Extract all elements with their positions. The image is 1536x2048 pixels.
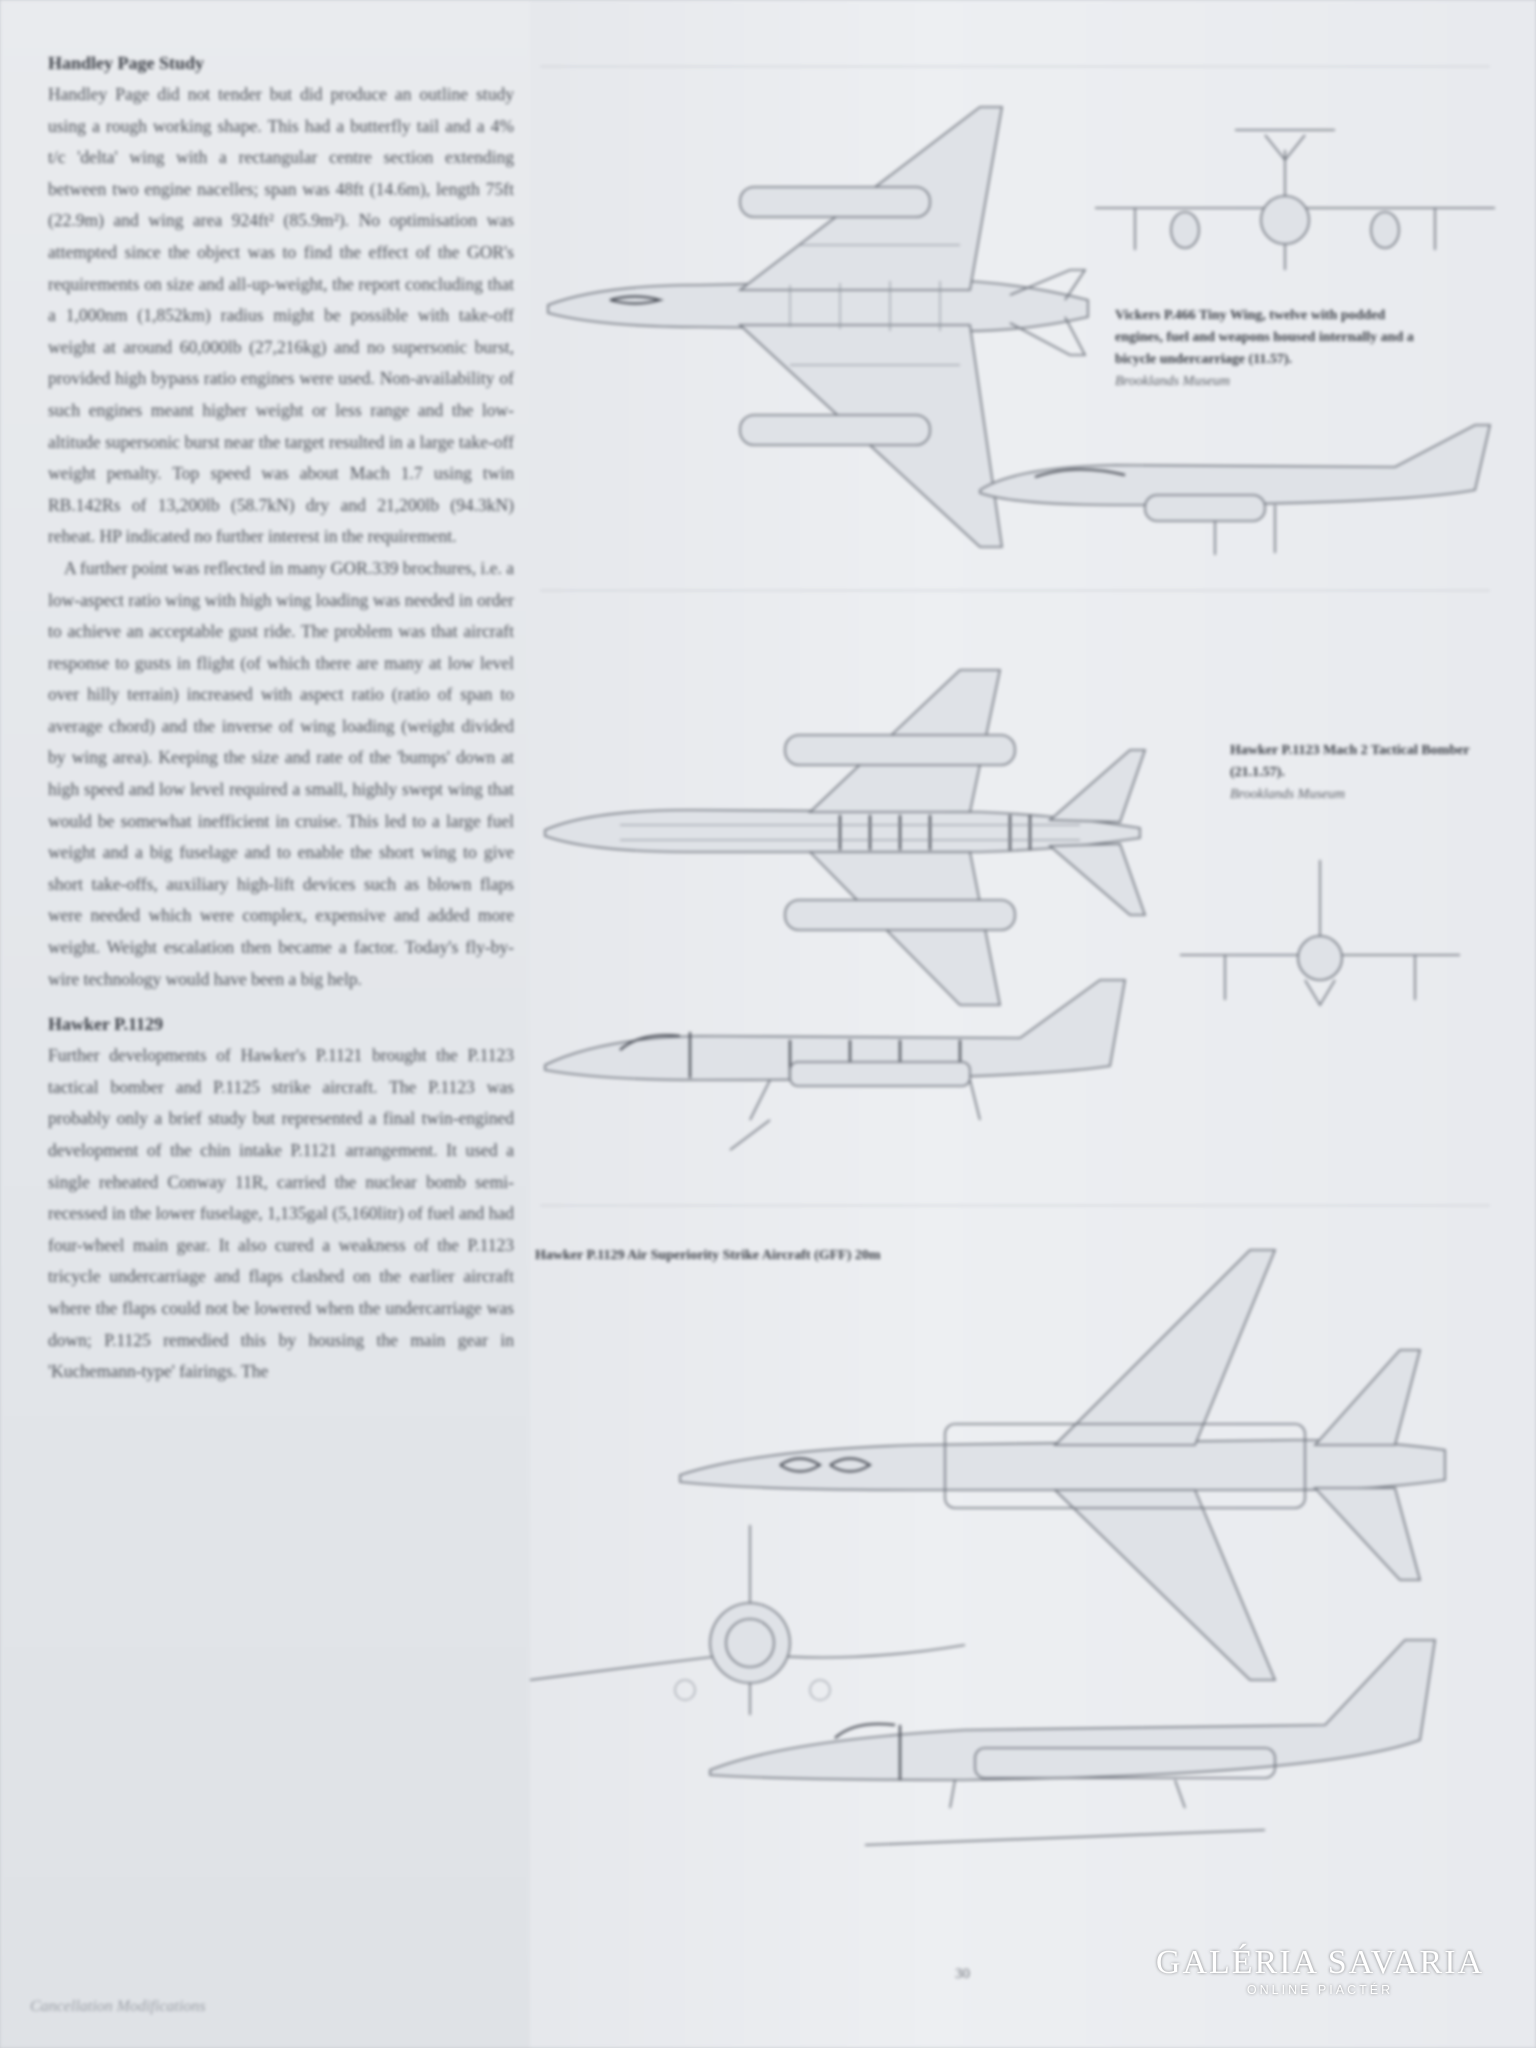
vickers-plan-view-drawing xyxy=(547,106,1089,548)
heading-handley-page-study: Handley Page Study xyxy=(48,53,205,73)
divider-mid-1 xyxy=(540,590,1490,591)
running-footer-title: Cancellation Modifications xyxy=(30,1998,206,2015)
hawker-p1129-front-view-drawing xyxy=(529,1525,966,1715)
paragraph-gust-ride: A further point was reflected in many GO… xyxy=(48,557,515,989)
hawker-p1129-side-view-drawing xyxy=(709,1639,1436,1846)
caption-vickers: Vickers P.466 Tiny Wing, twelve with pod… xyxy=(1115,305,1435,393)
page-number: 30 xyxy=(955,1966,970,1982)
watermark-main-text: GALÉRIA SAVARIA xyxy=(1155,1944,1485,1981)
caption-hawker-p1129: Hawker P.1129 Air Superiority Strike Air… xyxy=(535,1245,955,1267)
paragraph-hawker: Further developments of Hawker's P.1121 … xyxy=(48,1045,514,1382)
galeria-savaria-watermark: GALÉRIA SAVARIA ONLINE PIACTÉR xyxy=(1140,1944,1500,1998)
vickers-front-view-drawing xyxy=(1095,129,1495,270)
caption-hawker-p1129-title: Hawker P.1129 Air Superiority Strike Air… xyxy=(535,1248,881,1263)
vickers-side-view-drawing xyxy=(979,424,1492,555)
caption-hawker-p1123: Hawker P.1123 Mach 2 Tactical Bomber (21… xyxy=(1230,740,1480,806)
caption-hawker-p1123-credit: Brooklands Museum xyxy=(1230,787,1345,802)
hawker-p1123-plan-view-drawing xyxy=(544,669,1147,1006)
hawker-p1129-plan-view-drawing xyxy=(679,1249,1446,1681)
caption-vickers-credit: Brooklands Museum xyxy=(1115,374,1230,389)
divider-top xyxy=(540,66,1490,67)
paragraph-handley-page: Handley Page did not tender but did prod… xyxy=(48,84,514,547)
caption-vickers-title: Vickers P.466 Tiny Wing, twelve with pod… xyxy=(1115,308,1414,367)
hawker-p1123-side-view-drawing xyxy=(544,979,1126,1151)
caption-hawker-p1123-title: Hawker P.1123 Mach 2 Tactical Bomber (21… xyxy=(1230,743,1470,780)
watermark-sub-text: ONLINE PIACTÉR xyxy=(1246,1983,1394,1997)
heading-hawker-p1129: Hawker P.1129 xyxy=(48,1014,164,1035)
hawker-p1123-front-view-drawing-detail xyxy=(1180,860,1460,1007)
divider-mid-2 xyxy=(540,1205,1490,1206)
body-text-column: Handley Page Study Handley Page did not … xyxy=(48,48,514,1388)
